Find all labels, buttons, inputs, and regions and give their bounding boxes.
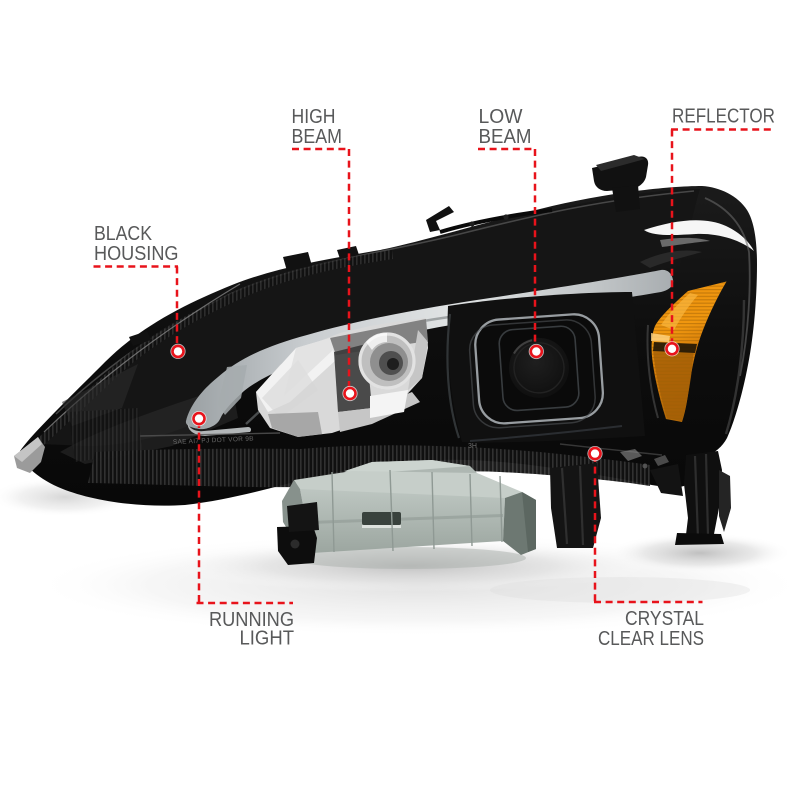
svg-text:3H: 3H [468, 443, 477, 450]
svg-text:HIGH: HIGH [292, 105, 336, 128]
svg-text:RUNNING: RUNNING [209, 608, 294, 631]
svg-text:REFLECTOR: REFLECTOR [672, 105, 775, 128]
svg-text:LOW: LOW [479, 105, 524, 128]
svg-text:CRYSTAL: CRYSTAL [625, 607, 704, 630]
svg-text:HOUSING: HOUSING [94, 242, 179, 265]
svg-text:BLACK: BLACK [94, 222, 152, 245]
svg-text:CLEAR LENS: CLEAR LENS [598, 627, 704, 650]
svg-text:SAE AI7 PJ DOT VOR 9B: SAE AI7 PJ DOT VOR 9B [173, 435, 254, 446]
svg-text:LIGHT: LIGHT [240, 627, 295, 650]
svg-text:BEAM: BEAM [479, 125, 532, 148]
svg-text:BEAM: BEAM [292, 125, 343, 148]
